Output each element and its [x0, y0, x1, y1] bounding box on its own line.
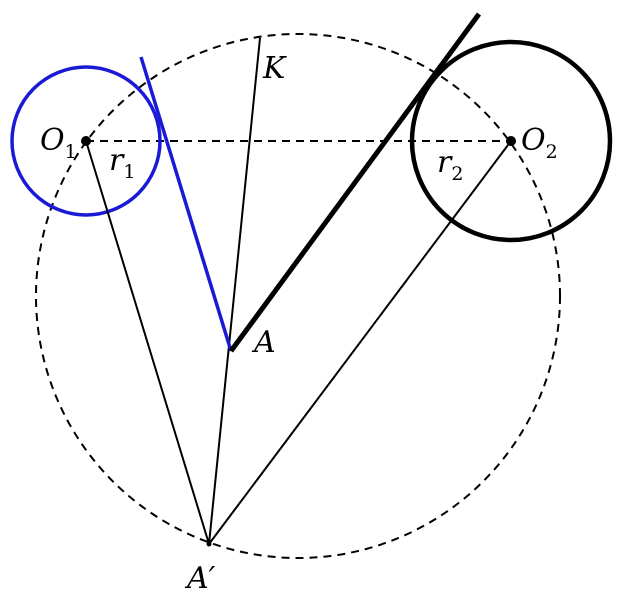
blue-circle-o1: [10, 65, 162, 217]
black-tangent-line: [228, 12, 482, 353]
label-o1: O1: [40, 123, 77, 163]
label-r2: r2: [437, 145, 463, 185]
point-o1: [81, 136, 91, 146]
label-a-prime: A′: [184, 561, 216, 596]
label-a: A: [251, 325, 276, 360]
label-k: K: [262, 51, 287, 86]
line-o1-aprime: [85, 140, 210, 545]
line-o2-aprime: [208, 140, 512, 545]
black-circle-o2: [409, 39, 613, 243]
point-aprime: [206, 541, 212, 547]
line-aprime-k: [208, 37, 261, 545]
point-o2: [506, 136, 516, 146]
label-r1: r1: [109, 143, 135, 183]
dashed-circumcircle: [35, 33, 561, 559]
label-o2: O2: [521, 123, 558, 163]
blue-tangent-line: [139, 56, 233, 352]
